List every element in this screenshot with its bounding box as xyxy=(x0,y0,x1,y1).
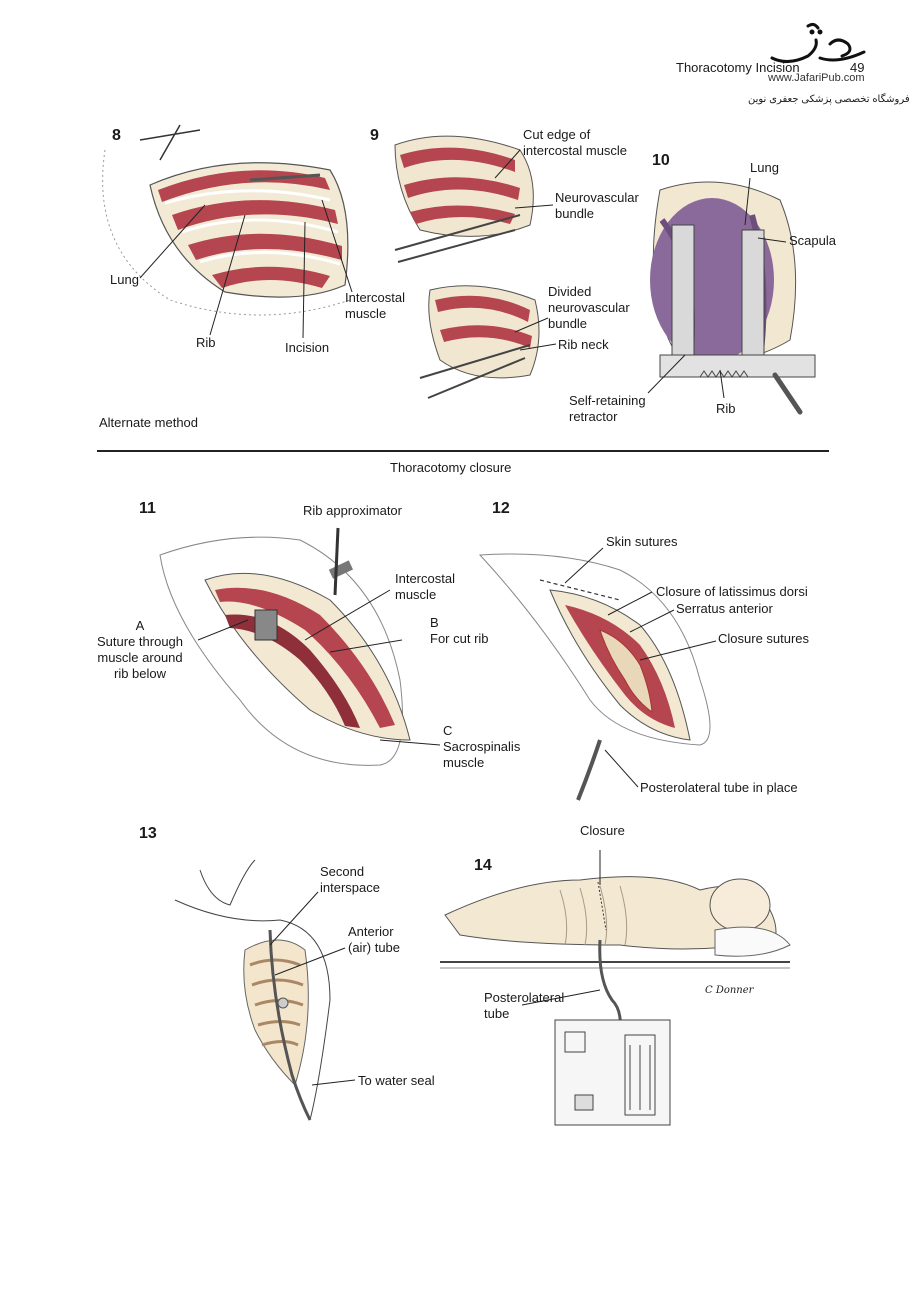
fig10-label-lung: Lung xyxy=(750,160,779,175)
fig12-illustration xyxy=(478,547,717,801)
watermark-persian: فروشگاه تخصصی پزشکی جعفری نوین xyxy=(748,94,910,105)
fig8-label-lung: Lung xyxy=(110,272,139,287)
running-title: Thoracotomy Incision xyxy=(676,60,800,75)
fig8-label-rib: Rib xyxy=(196,335,216,350)
fig14-illustration xyxy=(440,850,791,1126)
page-number: 49 xyxy=(850,60,865,75)
fig12-label-skin-sutures: Skin sutures xyxy=(606,534,678,549)
fig8-label-incision: Incision xyxy=(285,340,330,355)
fig8-label-intercostal: Intercostal muscle xyxy=(345,290,405,321)
section-divider xyxy=(97,450,829,452)
fig11-label-rib-approximator: Rib approximator xyxy=(303,503,402,518)
fig9-top-illustration xyxy=(394,135,554,263)
fig12-label-closure-sutures: Closure sutures xyxy=(718,631,810,646)
fig12-label-latissimus: Closure of latissimus dorsi xyxy=(656,584,808,599)
fig10-label-rib: Rib xyxy=(716,401,736,416)
fig8-caption: Alternate method xyxy=(99,415,199,430)
fig13-label-second-interspace: Second interspace xyxy=(320,864,380,895)
fig10-number: 10 xyxy=(652,152,670,169)
publisher-logo xyxy=(770,22,866,63)
fig11-label-intercostal: Intercostal muscle xyxy=(395,571,455,602)
fig14-signature: C Donner xyxy=(705,985,754,996)
fig13-illustration xyxy=(174,859,356,1121)
watermark-url: www.JafariPub.com xyxy=(768,72,865,84)
fig9-label-neurovascular: Neurovascular bundle xyxy=(555,190,639,221)
section-title: Thoracotomy closure xyxy=(390,460,512,475)
fig13-label-anterior-tube: Anterior (air) tube xyxy=(348,924,401,955)
fig9-bottom-illustration xyxy=(419,285,557,399)
fig12-number: 12 xyxy=(492,500,510,517)
fig8-illustration xyxy=(102,124,353,339)
fig11-label-c: C Sacrospinalis muscle xyxy=(443,723,521,770)
fig11-number: 11 xyxy=(139,500,156,517)
fig11-label-a: A Suture through muscle around rib below xyxy=(97,618,184,681)
fig9-label-cut-edge: Cut edge of intercostal muscle xyxy=(523,127,628,158)
fig9-number: 9 xyxy=(370,127,379,144)
fig10-illustration xyxy=(647,177,816,415)
fig9-label-divided: Divided neurovascular bundle xyxy=(548,284,630,331)
fig8-number: 8 xyxy=(112,127,121,144)
fig11-label-b: B For cut rib xyxy=(430,615,489,646)
fig13-label-water-seal: To water seal xyxy=(358,1073,435,1088)
fig14-number: 14 xyxy=(474,857,492,874)
fig12-label-serratus: Serratus anterior xyxy=(676,601,773,616)
fig10-label-scapula: Scapula xyxy=(789,233,836,248)
fig14-label-closure: Closure xyxy=(580,823,625,838)
fig14-label-tube: Posterolateral tube xyxy=(484,990,565,1021)
fig12-label-tube: Posterolateral tube in place xyxy=(640,780,798,795)
fig10-label-retractor: Self-retaining retractor xyxy=(569,393,646,424)
fig11-illustration xyxy=(159,527,441,766)
fig13-number: 13 xyxy=(139,825,157,842)
fig9-label-rib-neck: Rib neck xyxy=(558,337,609,352)
